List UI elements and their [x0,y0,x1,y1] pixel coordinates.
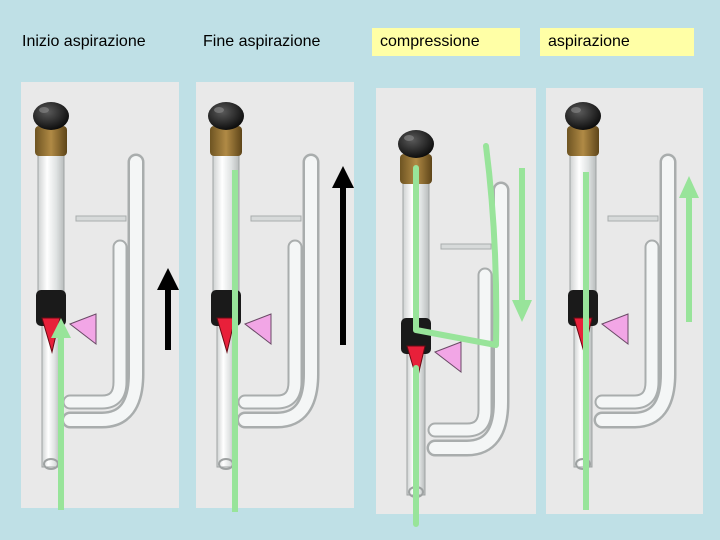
photo-panel-3 [376,88,536,514]
caption-fine-aspirazione: Fine aspirazione [203,28,320,56]
photo-panel-4 [546,88,703,514]
photo-panel-2 [196,82,354,508]
caption-compressione: compressione [372,28,520,56]
caption-aspirazione: aspirazione [540,28,694,56]
photo-panel-1 [21,82,179,508]
caption-inizio-aspirazione: Inizio aspirazione [22,28,146,56]
